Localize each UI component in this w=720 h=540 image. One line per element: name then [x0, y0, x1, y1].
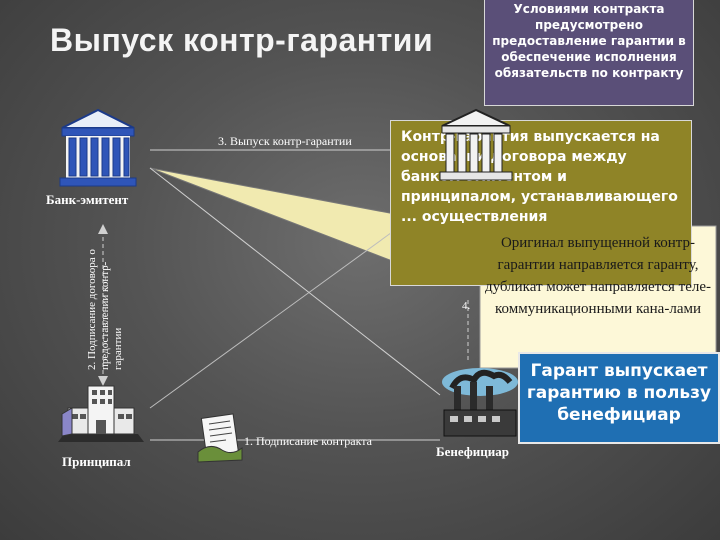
edge-agreement-label: 2. Подписание договора о предоставлении …	[86, 240, 146, 370]
note-guarantor-issues: Гарант выпускает гарантию в пользу бенеф…	[518, 352, 720, 444]
edge-principal-bank	[150, 230, 395, 408]
edge-agreement-arrow-up	[98, 224, 108, 234]
principal-label: Принципал	[62, 454, 131, 470]
note-contract-conditions: Условиями контракта предусмотрено предос…	[484, 0, 694, 106]
bank-building-icon	[58, 108, 138, 190]
office-building-icon	[58, 378, 144, 444]
edge-beneficiary-label: 4.	[462, 300, 470, 312]
page-title: Выпуск контр-гарантии	[50, 22, 433, 59]
factory-icon	[440, 366, 520, 438]
contract-signing-icon	[196, 412, 244, 464]
edge-contract-label: 1. Подписание контракта	[244, 434, 372, 449]
bank-overlay-icon	[438, 108, 514, 186]
beneficiary-label: Бенефициар	[436, 444, 509, 460]
bank-label: Банк-эмитент	[46, 192, 128, 208]
beam-highlight	[150, 168, 395, 262]
edge-issue-label: 3. Выпуск контр-гарантии	[218, 134, 352, 149]
note-original-sent: Оригинал выпущенной контр-гарантии напра…	[480, 226, 716, 368]
